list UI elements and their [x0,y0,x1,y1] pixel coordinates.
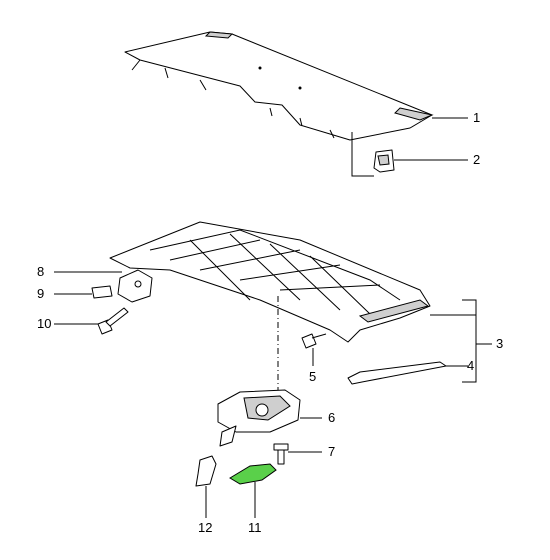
part-9-sleeve[interactable] [91,285,113,299]
callout-5: 5 [309,369,316,384]
part-10-bolt[interactable] [97,307,129,335]
callout-2: 2 [473,152,480,167]
part-12-lever[interactable] [195,455,217,487]
part-2-clip[interactable] [373,149,395,173]
callout-11: 11 [248,520,262,535]
part-3-shelf-frame[interactable] [109,221,431,343]
callout-7: 7 [328,444,335,459]
callout-8: 8 [37,264,44,279]
part-6-drive-unit[interactable] [217,389,301,447]
callout-12: 12 [198,520,212,535]
callout-10: 10 [37,316,51,331]
part-4-trim-strip[interactable] [347,361,447,385]
leader-3 [430,299,492,383]
callout-9: 9 [37,286,44,301]
part-11-cover[interactable] [229,463,277,485]
callout-4: 4 [467,358,474,373]
callout-6: 6 [328,410,335,425]
part-7-bolt[interactable] [273,443,289,465]
part-5-screw[interactable] [301,333,327,349]
guide-1-2 [351,132,374,177]
callout-1: 1 [473,110,480,125]
callout-3: 3 [496,336,503,351]
part-8-bracket[interactable] [117,269,153,303]
part-1-cover-panel[interactable] [124,31,434,141]
